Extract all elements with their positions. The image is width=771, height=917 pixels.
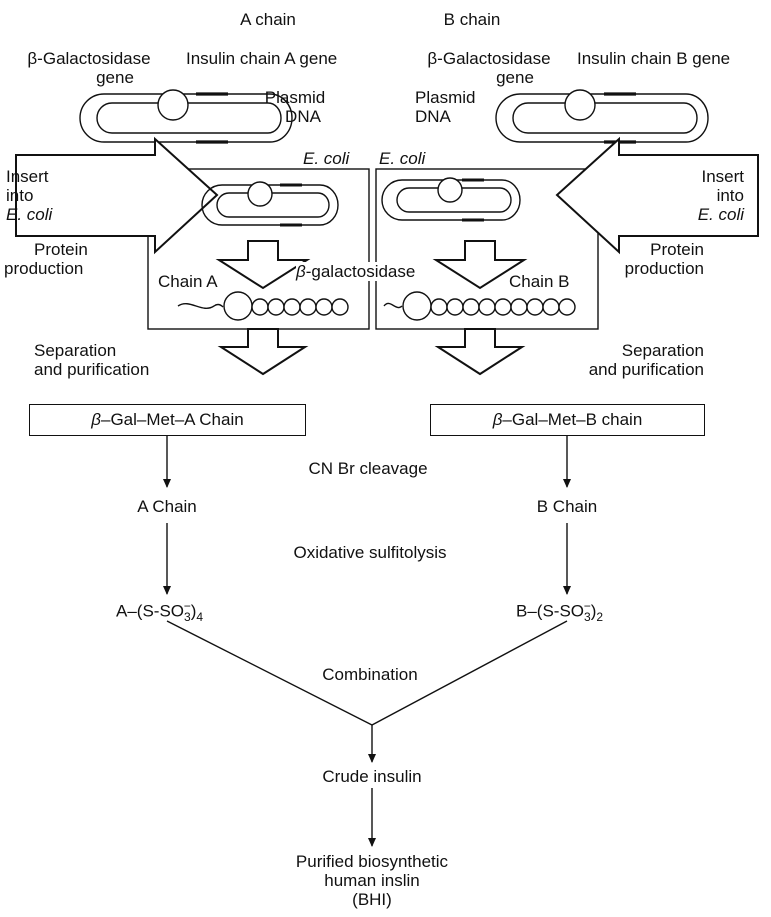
chain-b-label: Chain B	[509, 272, 570, 291]
right-combination-line	[371, 620, 568, 726]
b-sulfonated-chain-label: B–(S-SO3−)2	[516, 599, 604, 625]
left-separation-arrow	[217, 328, 309, 376]
left-combination-line	[166, 620, 373, 726]
left-protein-production-label: Protein production	[4, 240, 88, 278]
purified-bhi-label: Purified biosynthetic human inslin (BHI)	[295, 852, 449, 909]
right-production-arrow	[432, 240, 528, 290]
right-insulin-gene-label: Insulin chain B gene	[577, 49, 731, 68]
right-plasmid-icon	[495, 89, 709, 144]
right-protein-chain-icon	[383, 291, 576, 321]
left-production-arrow	[215, 240, 311, 290]
left-insulin-gene-label: Insulin chain A gene	[186, 49, 338, 68]
cnbr-cleavage-label: CN Br cleavage	[308, 459, 428, 478]
right-separation-arrow	[434, 328, 526, 376]
beta-galactosidase-label: β-galactosidase	[296, 262, 416, 281]
right-fusion-protein-box: β–Gal–Met–B chain	[430, 404, 705, 436]
b-chain-heading: B chain	[443, 10, 501, 29]
right-ecoli-label: E. coli	[379, 149, 426, 168]
left-cell-plasmid-icon	[201, 181, 339, 227]
chain-a-label: Chain A	[158, 272, 218, 291]
a-chain-heading: A chain	[240, 10, 296, 29]
right-gal-gene-label: β-Galactosidase gene	[427, 49, 551, 87]
right-separation-label: Separation and purification	[588, 341, 704, 379]
right-plasmid-label: Plasmid DNA	[415, 88, 476, 126]
left-plasmid-label: Plasmid DNA	[264, 88, 326, 126]
oxidative-sulfitolysis-label: Oxidative sulfitolysis	[293, 543, 447, 562]
left-insert-label: Insert into E. coli	[6, 167, 53, 224]
a-sulfonated-chain-label: A–(S-SO3−)4	[116, 599, 204, 625]
left-gal-gene-label: β-Galactosidase gene	[27, 49, 151, 87]
right-insert-arrow	[555, 136, 759, 255]
left-ecoli-label: E. coli	[303, 149, 350, 168]
combination-label: Combination	[322, 665, 418, 684]
left-insert-arrow	[15, 136, 219, 255]
left-fusion-protein-box: β–Gal–Met–A Chain	[29, 404, 306, 436]
left-plasmid-icon	[79, 89, 293, 144]
right-insert-label: Insert into E. coli	[697, 167, 744, 224]
a-chain-label: A Chain	[137, 497, 197, 516]
right-cell-plasmid-icon	[381, 177, 521, 222]
right-protein-production-label: Protein production	[624, 240, 704, 278]
left-separation-label: Separation and purification	[34, 341, 150, 379]
crude-insulin-label: Crude insulin	[322, 767, 422, 786]
left-protein-chain-icon	[177, 291, 349, 321]
b-chain-label: B Chain	[536, 497, 598, 516]
